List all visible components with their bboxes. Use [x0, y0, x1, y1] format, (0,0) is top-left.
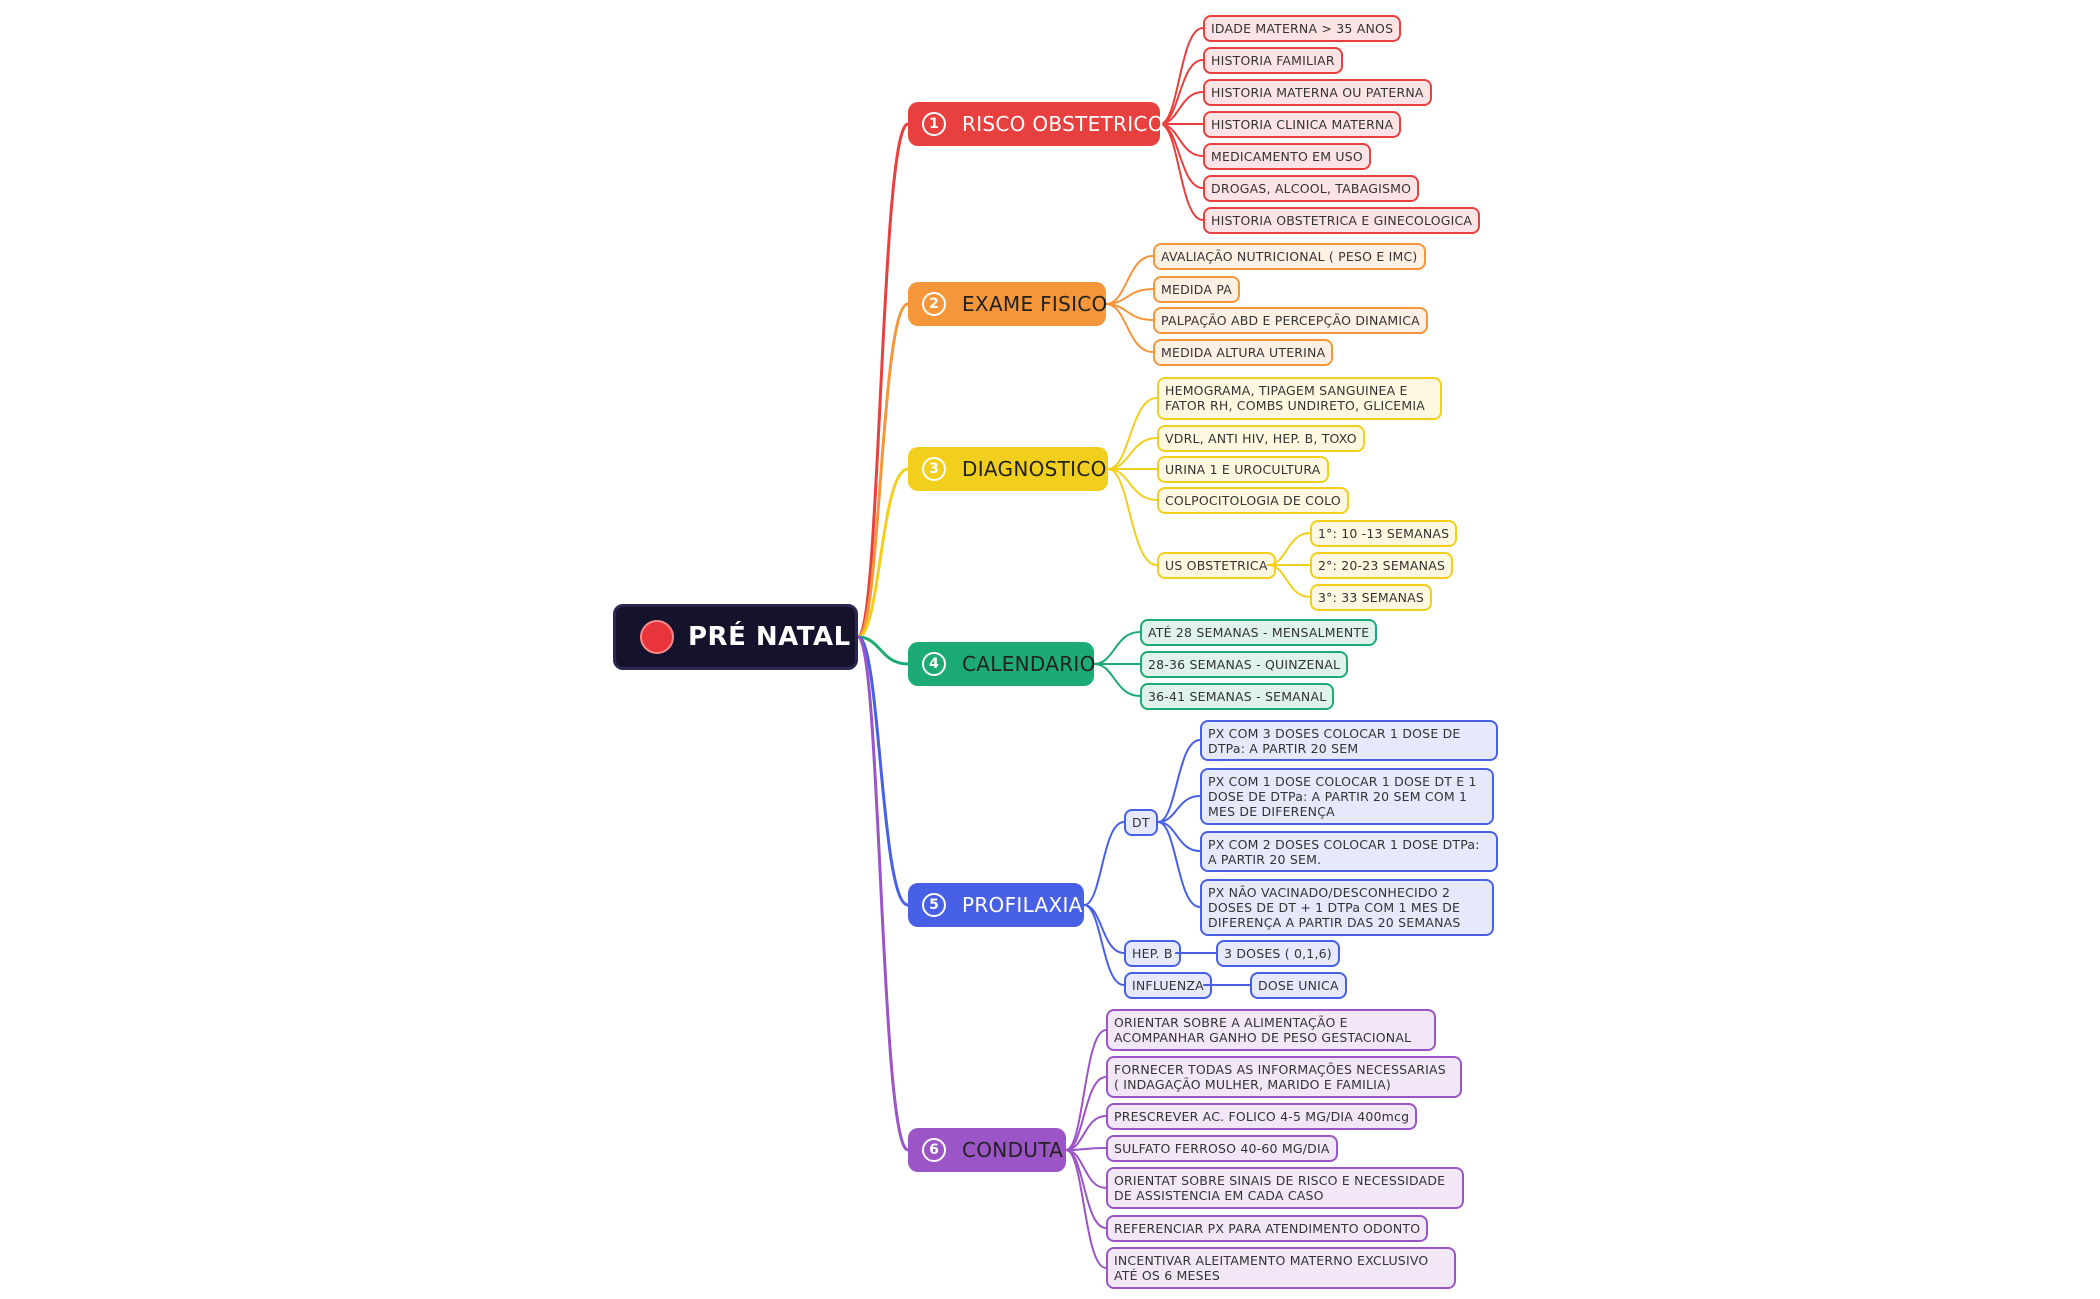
connector — [856, 635, 910, 907]
branch-number-badge: 5 — [922, 893, 946, 917]
connector — [856, 302, 910, 639]
topic-node[interactable]: SULFATO FERROSO 40-60 MG/DIA — [1106, 1135, 1338, 1162]
topic-node[interactable]: MEDIDA ALTURA UTERINA — [1153, 339, 1334, 366]
topic-node[interactable]: PX COM 3 DOSES COLOCAR 1 DOSE DE DTPa: A… — [1200, 719, 1498, 761]
connector — [856, 122, 910, 639]
topic-node[interactable]: PX NÃO VACINADO/DESCONHECIDO 2 DOSES DE … — [1200, 878, 1494, 936]
topic-node[interactable]: PX COM 2 DOSES COLOCAR 1 DOSE DTPa: A PA… — [1200, 830, 1498, 872]
branch-number-badge: 2 — [922, 292, 946, 316]
root-label: PRÉ NATAL — [688, 622, 851, 652]
topic-node[interactable]: PALPAÇÃO ABD E PERCEPÇÃO DINAMICA — [1153, 307, 1428, 334]
branch-calendario[interactable]: 4 CALENDARIO — [908, 642, 1096, 686]
connector — [1065, 1029, 1107, 1151]
topic-node[interactable]: HISTORIA FAMILIAR — [1203, 47, 1343, 74]
connector — [1107, 437, 1158, 470]
topic-node[interactable]: ATÉ 28 SEMANAS - MENSALMENTE — [1140, 619, 1378, 646]
branch-label: RISCO OBSTETRICO — [962, 112, 1164, 136]
connector — [1107, 397, 1158, 470]
topic-node[interactable]: DROGAS, ALCOOL, TABAGISMO — [1203, 175, 1420, 202]
topic-node[interactable]: URINA 1 E UROCULTURA — [1157, 456, 1329, 483]
branch-diagnostico[interactable]: 3 DIAGNOSTICO — [908, 447, 1108, 491]
branch-number-badge: 3 — [922, 457, 946, 481]
connector — [1105, 255, 1154, 305]
branch-number-badge: 1 — [922, 112, 946, 136]
connector — [856, 467, 910, 639]
topic-node[interactable]: REFERENCIAR PX PARA ATENDIMENTO ODONTO — [1106, 1215, 1429, 1242]
topic-node[interactable]: COLPOCITOLOGIA DE COLO — [1157, 487, 1349, 514]
connector — [1107, 468, 1158, 566]
topic-node[interactable]: 3 DOSES ( 0,1,6) — [1216, 940, 1340, 967]
connector — [1157, 821, 1201, 908]
connector — [1083, 821, 1125, 906]
dt-node[interactable]: DT — [1124, 809, 1158, 836]
topic-node[interactable]: MEDICAMENTO EM USO — [1203, 143, 1371, 170]
branch-exame-fisico[interactable]: 2 EXAME FISICO — [908, 282, 1108, 326]
topic-node[interactable]: AVALIAÇÃO NUTRICIONAL ( PESO E IMC) — [1153, 243, 1426, 270]
connector — [1267, 564, 1311, 598]
branch-number-badge: 4 — [922, 652, 946, 676]
us-obstetrica-node[interactable]: US OBSTETRICA — [1157, 552, 1276, 579]
topic-node[interactable]: HISTORIA MATERNA OU PATERNA — [1203, 79, 1432, 106]
connector — [1065, 1149, 1107, 1269]
topic-node[interactable]: IDADE MATERNA > 35 ANOS — [1203, 15, 1402, 42]
red-dot-icon — [640, 620, 674, 654]
branch-label: EXAME FISICO — [962, 292, 1108, 316]
connector — [1107, 468, 1158, 501]
connector — [1159, 27, 1204, 125]
connector — [1083, 904, 1125, 954]
connector — [1157, 795, 1201, 823]
topic-node[interactable]: 3°: 33 SEMANAS — [1310, 584, 1433, 611]
connector — [856, 635, 910, 666]
connector — [1093, 663, 1141, 697]
influenza-node[interactable]: INFLUENZA — [1124, 972, 1212, 999]
root-node[interactable]: PRÉ NATAL — [613, 604, 858, 670]
topic-node[interactable]: HEMOGRAMA, TIPAGEM SANGUINEA E FATOR RH,… — [1157, 377, 1442, 420]
branch-number-badge: 6 — [922, 1138, 946, 1162]
branch-label: PROFILAXIA — [962, 893, 1083, 917]
topic-node[interactable]: 2°: 20-23 SEMANAS — [1310, 552, 1454, 579]
branch-risco-obstetrico[interactable]: 1 RISCO OBSTETRICO — [908, 102, 1163, 146]
topic-node[interactable]: 1°: 10 -13 SEMANAS — [1310, 520, 1458, 547]
topic-node[interactable]: ORIENTAR SOBRE A ALIMENTAÇÃO E ACOMPANHA… — [1106, 1009, 1436, 1051]
connector — [856, 635, 910, 1152]
connector — [1105, 303, 1154, 353]
branch-label: DIAGNOSTICO — [962, 457, 1107, 481]
topic-node[interactable]: HISTORIA CLINICA MATERNA — [1203, 111, 1402, 138]
branch-conduta[interactable]: 6 CONDUTA — [908, 1128, 1066, 1172]
topic-node[interactable]: ORIENTAT SOBRE SINAIS DE RISCO E NECESSI… — [1106, 1167, 1464, 1209]
topic-node[interactable]: DOSE UNICA — [1250, 972, 1347, 999]
topic-node[interactable]: PX COM 1 DOSE COLOCAR 1 DOSE DT E 1 DOSE… — [1200, 767, 1494, 825]
topic-node[interactable]: 36-41 SEMANAS - SEMANAL — [1140, 683, 1335, 710]
topic-node[interactable]: 28-36 SEMANAS - QUINZENAL — [1140, 651, 1349, 678]
branch-profilaxia[interactable]: 5 PROFILAXIA — [908, 883, 1084, 927]
connector — [1065, 1076, 1107, 1151]
topic-node[interactable]: FORNECER TODAS AS INFORMAÇÕES NECESSARIA… — [1106, 1056, 1462, 1098]
topic-node[interactable]: HISTORIA OBSTETRICA E GINECOLOGICA — [1203, 207, 1481, 234]
connector — [1159, 123, 1204, 221]
branch-label: CALENDARIO — [962, 652, 1096, 676]
hepb-node[interactable]: HEP. B — [1124, 940, 1181, 967]
connector — [1159, 59, 1204, 125]
connector — [1157, 739, 1201, 823]
topic-node[interactable]: PRESCREVER AC. FOLICO 4-5 MG/DIA 400mcg — [1106, 1103, 1418, 1130]
topic-node[interactable]: VDRL, ANTI HIV, HEP. B, TOXO — [1157, 425, 1365, 452]
branch-label: CONDUTA — [962, 1138, 1064, 1162]
connector — [1093, 631, 1141, 665]
connector — [1083, 904, 1125, 986]
topic-node[interactable]: MEDIDA PA — [1153, 276, 1241, 303]
topic-node[interactable]: INCENTIVAR ALEITAMENTO MATERNO EXCLUSIVO… — [1106, 1247, 1456, 1289]
